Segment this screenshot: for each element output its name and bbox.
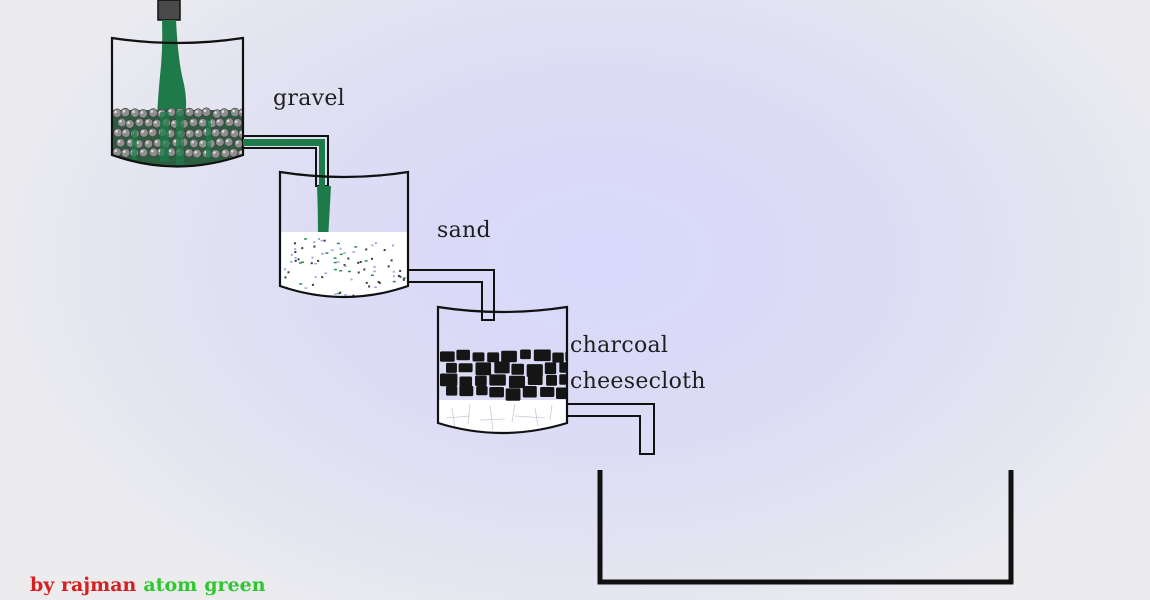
cheesecloth-label: cheesecloth (570, 369, 706, 394)
collection-tank (597, 470, 1014, 585)
charcoal-container (436, 305, 569, 435)
gravel-container (110, 36, 245, 168)
credit-word-green: green (204, 574, 266, 596)
tap-pipe (157, 0, 181, 21)
pipe-water-1 (243, 139, 325, 186)
cheesecloth-layer (445, 403, 553, 431)
gravel-container-outline (110, 36, 245, 168)
water-stream-top (157, 20, 187, 118)
sand-container (278, 170, 410, 299)
sand-container-outline (278, 170, 410, 299)
water-stream-into-sand (317, 186, 331, 240)
pipe-charcoal-to-tank (567, 403, 655, 455)
charcoal-label: charcoal (570, 333, 669, 358)
credit-line: by rajman atom green (30, 574, 273, 596)
credit-word-atom: atom (143, 574, 198, 596)
gravel-label: gravel (273, 86, 346, 111)
gravel-stones (112, 107, 243, 165)
pipe-sand-to-charcoal (408, 269, 495, 321)
charcoal-container-outline (436, 305, 569, 435)
credit-author: by rajman (30, 574, 137, 596)
charcoal-pieces (440, 349, 567, 401)
sand-label: sand (437, 218, 491, 243)
sand-grains (284, 238, 407, 297)
